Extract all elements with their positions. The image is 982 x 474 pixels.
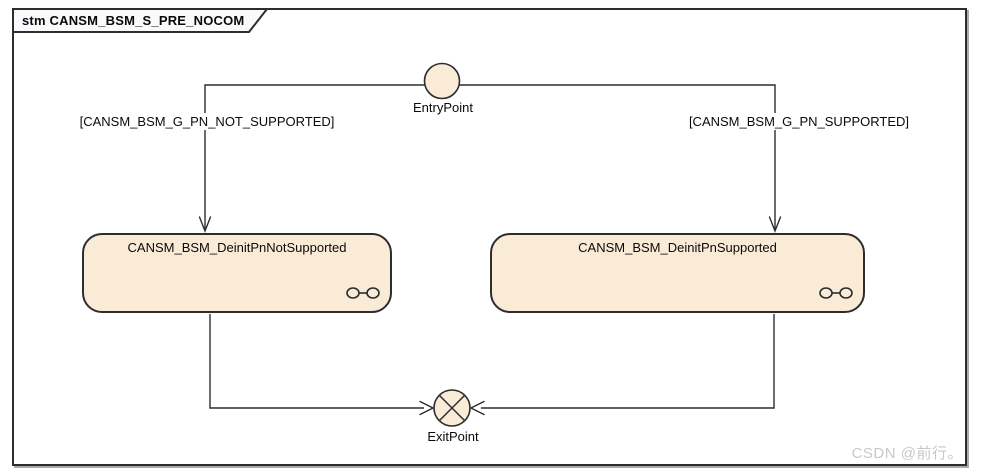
open-arrowhead-icon [198,216,212,233]
guard-label-pn-not-supported: [CANSM_BSM_G_PN_NOT_SUPPORTED] [76,113,338,130]
state-deinitpnnotsupported: CANSM_BSM_DeinitPnNotSupported [82,233,392,313]
open-arrowhead-icon [768,216,782,233]
transition-entry-to-deinitpnsupported [459,84,776,230]
state-deinitpnsupported: CANSM_BSM_DeinitPnSupported [490,233,865,313]
watermark: CSDN @前行。 [851,445,963,462]
submachine-icon [819,287,853,299]
entry-point-node [423,62,461,100]
entry-point-label: EntryPoint [413,100,473,115]
exit-point-label: ExitPoint [427,429,479,444]
transition-deinitpnsupported-to-exit [481,314,775,409]
frame-title-tab [12,8,270,33]
guard-label-pn-supported: [CANSM_BSM_G_PN_SUPPORTED] [685,113,913,130]
open-arrowhead-icon [419,400,435,416]
submachine-icon [346,287,380,299]
open-arrowhead-icon [469,400,485,416]
state-title: CANSM_BSM_DeinitPnSupported [578,240,777,255]
transition-entry-to-deinitpnnotsupported [204,84,425,230]
exit-point-cross-icon [438,394,466,422]
state-title: CANSM_BSM_DeinitPnNotSupported [127,240,347,255]
transition-deinitpnnotsupported-to-exit [209,314,424,409]
frame-title: stm CANSM_BSM_S_PRE_NOCOM [22,13,245,28]
